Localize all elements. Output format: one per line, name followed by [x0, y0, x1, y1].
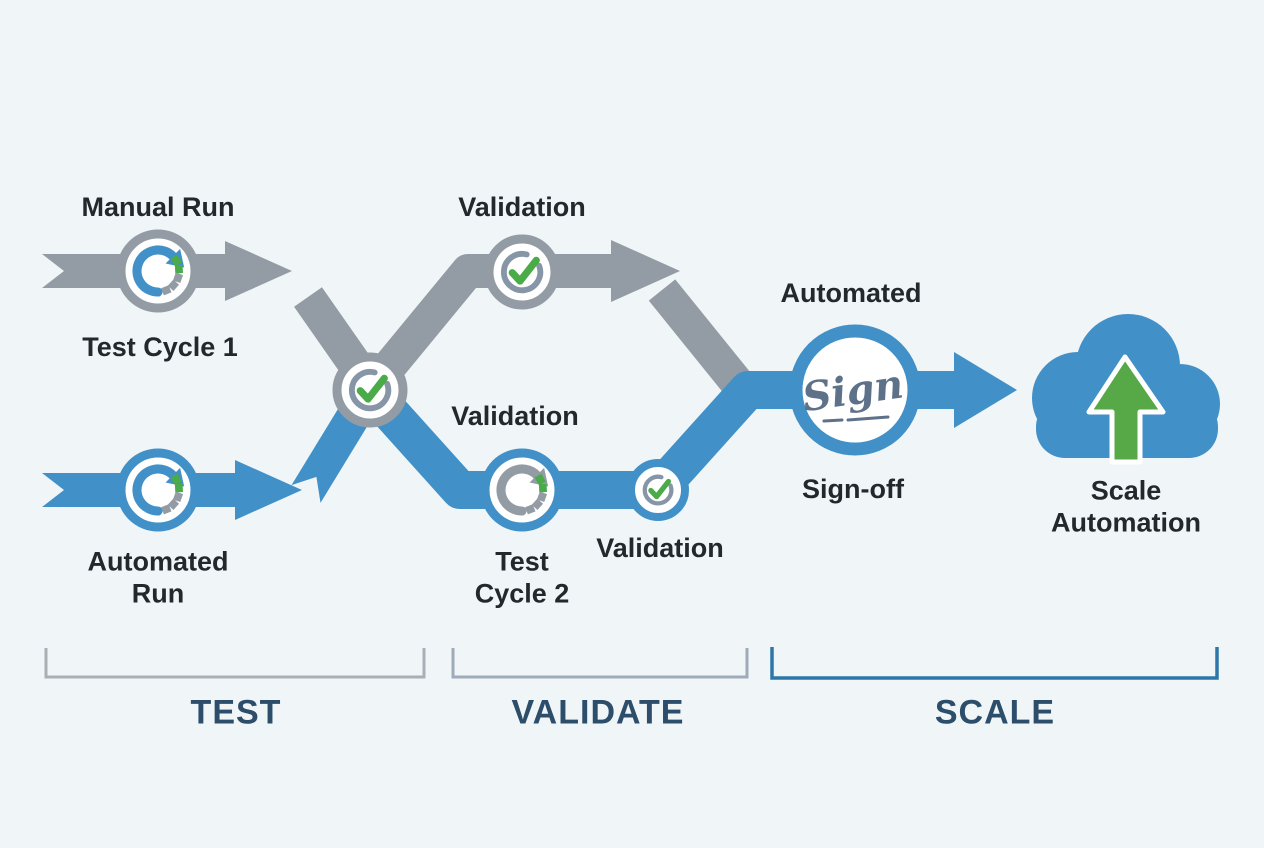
automated-run-label: Automated Run	[87, 546, 229, 608]
cloud-icon	[1032, 314, 1220, 465]
automated-label: Automated	[780, 278, 922, 309]
manual-run-label: Manual Run	[81, 192, 235, 223]
scale-automation-label: Scale Automation	[1051, 475, 1201, 537]
signature-underline	[846, 415, 890, 422]
sign-off-node: Sign	[789, 324, 921, 456]
test-cycle-2-label: Test Cycle 2	[474, 546, 570, 608]
validation-small-label: Validation	[596, 533, 724, 564]
phase-bracket-scale	[770, 647, 1219, 680]
test-cycle-1-label: Test Cycle 1	[82, 332, 238, 363]
automated-run-node	[116, 448, 200, 532]
signature-underline	[822, 418, 844, 423]
validation-small-node	[627, 459, 689, 521]
validation-top-label: Validation	[458, 192, 586, 223]
up-arrow-icon	[1086, 354, 1166, 465]
manual-validation-path	[356, 254, 614, 401]
test-cycle-1-node	[116, 229, 200, 313]
validation-top-node	[484, 234, 560, 310]
sign-off-label: Sign-off	[802, 474, 904, 505]
sign-off-out-arrow	[908, 352, 1017, 428]
test-cycle-2-node	[480, 448, 564, 532]
phase-bracket-test	[44, 648, 426, 679]
merge-validation-node	[332, 352, 408, 428]
phase-label-scale: SCALE	[934, 693, 1056, 732]
validation-mid-label: Validation	[451, 401, 579, 432]
phase-label-validate: VALIDATE	[511, 693, 685, 732]
phase-bracket-validate	[451, 648, 749, 679]
phase-label-test: TEST	[190, 693, 282, 732]
automated-main-path	[355, 371, 800, 509]
manual-validation-arrowhead	[611, 240, 680, 302]
manual-merge-connector	[648, 279, 756, 400]
